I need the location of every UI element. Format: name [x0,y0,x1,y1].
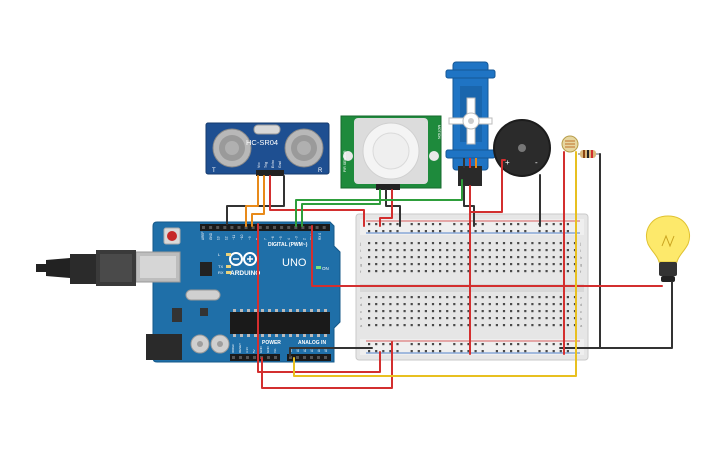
photoresistor-icon[interactable] [561,135,579,153]
row-label: h [360,255,362,260]
tx-label: TX [218,264,223,269]
row-label: d [360,302,362,307]
row-label: i [360,248,361,253]
arduino-logo-icon [229,252,257,266]
digital-pin-label: RX 0 [318,233,322,240]
digital-pin-label: 4 [287,238,291,240]
digital-pin-label: ~10 [240,234,244,240]
power-pin-label: GND [266,346,270,354]
power-pin-label: RESET [238,343,242,353]
analog-label: ANALOG IN [298,340,326,346]
ultrasonic-pin-label: Trig [264,162,268,168]
power-pin-label: 3.3V [245,347,249,353]
buzzer-icon[interactable]: + - [493,119,551,177]
analog-pin-label: A5 [324,348,328,352]
ultrasonic-model: HC-SR04 [246,138,278,147]
ultrasonic-corner-left: T [212,168,216,174]
row-label: b [580,316,583,321]
wires [226,151,673,389]
svg-text:-: - [535,158,538,167]
l-label: L [218,252,221,257]
analog-pin-label: A2 [303,348,307,352]
power-label: POWER [262,340,281,346]
digital-pin-label: 2 [302,238,306,240]
analog-pin-label: A3 [310,348,314,352]
digital-pin-label: ~3 [295,236,299,240]
digital-pin-label: ~11 [232,235,236,240]
row-label: c [360,309,362,314]
row-label: g [360,262,362,267]
digital-pin-label: 7 [263,238,267,240]
lightbulb-icon[interactable] [645,215,691,282]
analog-pin-label: A1 [296,348,300,352]
analog-pin-label: A4 [317,348,321,352]
arduino-brand: ARDUINO [230,270,260,277]
svg-text:+: + [505,158,510,167]
ultrasonic-pin-label: Vcc [257,162,261,168]
ultrasonic-pin-label: Echo [271,160,275,168]
atmega-chip [230,312,330,334]
servo-icon[interactable] [445,61,496,186]
rx-label: RX [218,270,224,275]
arduino-model: UNO [282,257,307,269]
pir-label-left: PIR SENSOR [343,150,347,172]
row-label: d [580,302,582,307]
row-label: b [360,316,363,321]
power-jack [146,334,182,360]
power-pin-label: IOREF [231,344,235,353]
on-label: ON [322,266,329,271]
power-pin-label: GND [259,346,263,354]
row-label: i [580,248,581,253]
ultrasonic-corner-right: R [318,168,323,174]
ultrasonic-pin-label: Gnd [278,161,282,168]
digital-pin-label: 12 [224,236,228,240]
row-label: e [360,295,363,300]
row-label: f [360,269,362,274]
power-pin-label: 5V [252,349,256,353]
resistor-icon[interactable] [578,150,600,158]
digital-pin-label: ~9 [248,236,252,240]
row-label: a [580,323,583,328]
digital-label: DIGITAL (PWM~) [268,242,308,248]
row-label: g [580,262,582,267]
power-pin-label: Vin [273,348,277,353]
row-label: j [359,241,361,246]
digital-pin-label: ~5 [279,236,283,240]
row-label: c [580,309,582,314]
digital-pin-label: GND [209,232,213,240]
row-label: h [580,255,582,260]
row-label: j [579,241,581,246]
pir-sensor[interactable]: PIR SENSOR MOTION [340,115,442,190]
digital-pin-label: 13 [217,236,221,240]
digital-pin-label: ~6 [271,236,275,240]
row-label: f [580,269,582,274]
usb-plug-icon [36,250,136,286]
digital-pin-label: AREF [201,231,205,240]
row-label: e [580,295,583,300]
row-label: a [360,323,363,328]
analog-header[interactable] [287,354,331,361]
pir-label-right: MOTION [437,125,441,139]
arduino-uno[interactable]: ARDUINO UNO DIGITAL (PWM~) POWER ANALOG … [135,221,341,363]
digital-header[interactable] [200,224,330,231]
